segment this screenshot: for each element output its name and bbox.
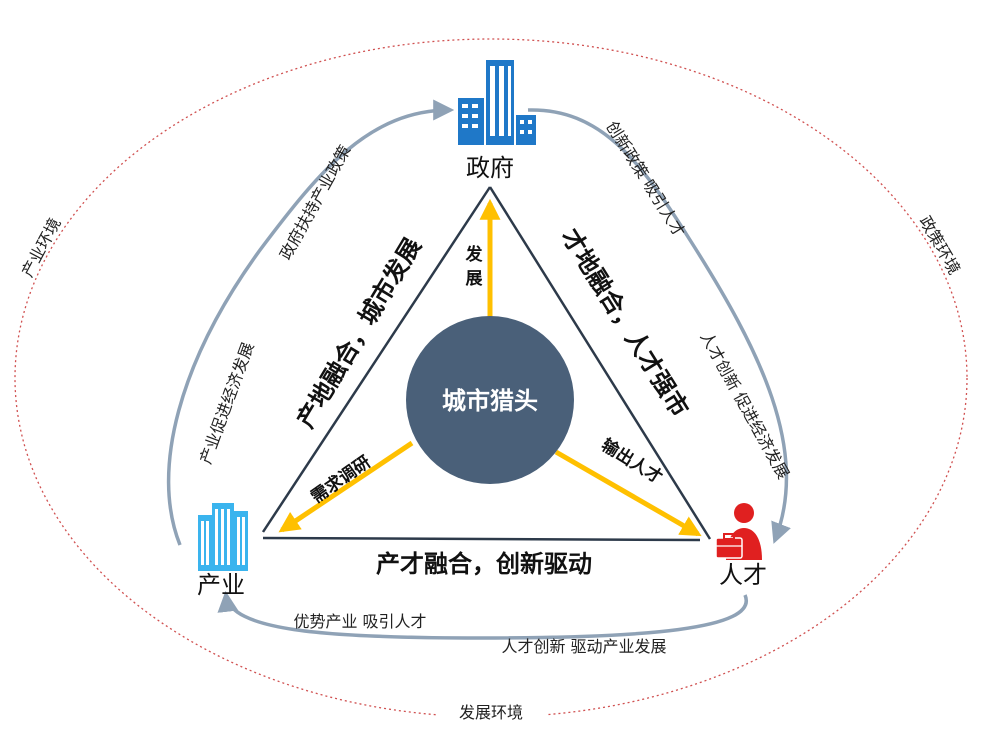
spoke-label-up-1: 发	[465, 244, 484, 265]
flow-label-left-lower: 产业促进经济发展	[196, 340, 258, 467]
flow-label-left-upper: 政府扶持产业政策	[276, 142, 355, 263]
center-label: 城市猎头	[442, 387, 538, 415]
flow-arrow-bottom	[217, 590, 748, 640]
node-label-industry: 产业	[197, 571, 245, 599]
flow-arrow-right	[527, 108, 791, 544]
edge-label-right: 才地融合，人才强市	[556, 224, 694, 422]
spoke-left	[278, 440, 414, 533]
spoke-label-left: 需求调研	[307, 451, 375, 507]
node-label-government: 政府	[466, 154, 514, 182]
office-tower-icon	[198, 503, 248, 571]
triangle-edge-left	[261, 186, 492, 533]
flow-label-bottom-outer: 人才创新 驱动产业发展	[501, 637, 666, 656]
flow-label-right-upper: 创新政策 吸引人才	[602, 118, 689, 241]
spoke-right	[554, 449, 702, 537]
flow-label-right-lower: 人才创新 促进经济发展	[696, 329, 793, 483]
flow-label-bottom-inner: 优势产业 吸引人才	[293, 612, 426, 631]
environment-label-bottom: 发展环境	[459, 703, 523, 722]
flow-arrow-left	[166, 99, 455, 546]
triangle-edge-right	[488, 186, 712, 540]
person-briefcase-icon	[715, 503, 762, 560]
spoke-label-up-2: 展	[466, 269, 483, 289]
triangle-edge-bottom	[262, 536, 701, 542]
environment-label-left: 产业环境	[18, 215, 65, 280]
edge-label-bottom: 产才融合，创新驱动	[376, 550, 592, 578]
center-circle	[406, 316, 574, 484]
office-building-icon	[458, 60, 536, 145]
environment-label-right: 政策环境	[916, 213, 964, 278]
environment-ring	[14, 38, 968, 718]
node-label-talent: 人才	[719, 561, 767, 589]
